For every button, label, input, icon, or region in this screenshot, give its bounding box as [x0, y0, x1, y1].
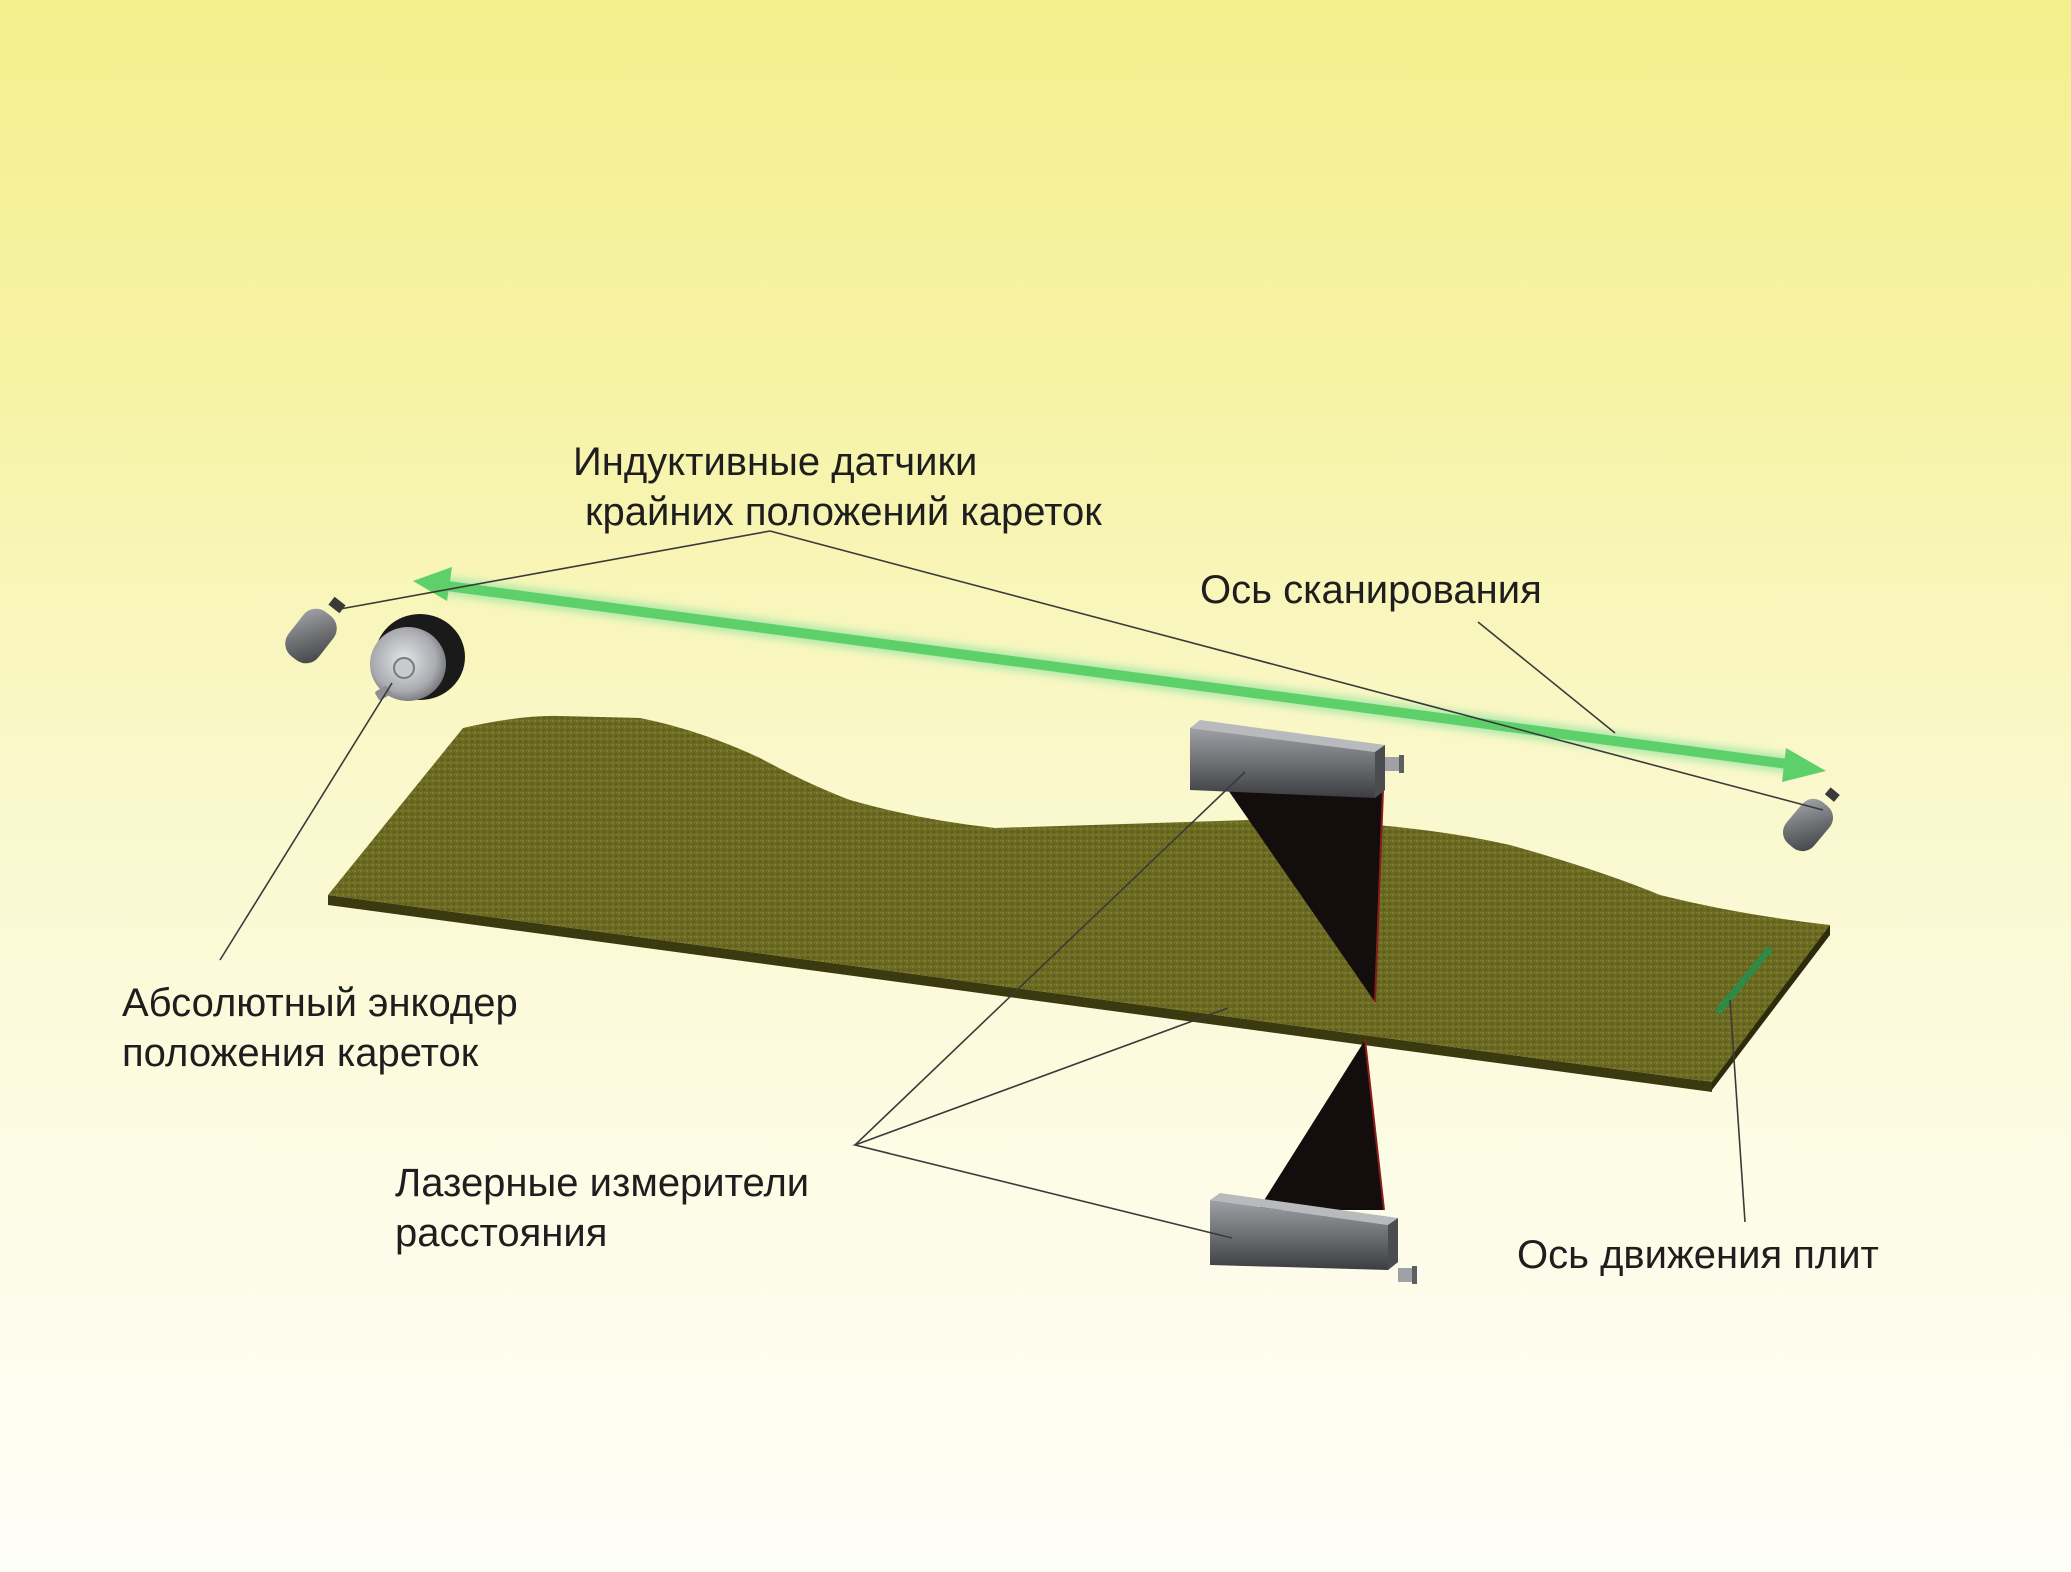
label-scan-axis: Ось сканирования: [1200, 568, 1542, 612]
leader-inductive-left: [339, 530, 771, 610]
plate: [328, 715, 1830, 1092]
laser-beams: [1228, 789, 1385, 1211]
plate-axis-marker: [1715, 946, 1773, 1015]
scan-arrow-left-head: [413, 567, 452, 601]
inductive-sensor-left: [285, 596, 346, 664]
scan-axis-arrow: [413, 567, 1826, 782]
leader-laser-upper: [854, 771, 1246, 1146]
label-laser-meters: Лазерные измерители расстояния: [395, 1158, 809, 1258]
label-absolute-encoder: Абсолютный энкодер положения кареток: [122, 978, 518, 1078]
label-laser-line2: расстояния: [395, 1211, 608, 1255]
laser-beam-top: [1228, 790, 1383, 1002]
absolute-encoder: [370, 614, 465, 701]
laser-beam-bottom: [1258, 1040, 1384, 1210]
label-laser-line1: Лазерные измерители: [395, 1161, 810, 1205]
leader-lines: [219, 530, 1824, 1239]
scan-arrow-right-head: [1782, 748, 1826, 782]
laser-meter-lower: [1210, 1193, 1417, 1284]
label-inductive-line1: Индуктивные датчики: [573, 440, 978, 484]
label-plate-axis: Ось движения плит: [1517, 1233, 1879, 1277]
laser-meter-upper: [1190, 720, 1404, 798]
label-inductive-line2: крайних положений кареток: [585, 490, 1102, 534]
leader-inductive-right: [769, 530, 1824, 811]
leader-plate-axis: [1729, 999, 1746, 1223]
plate-top: [328, 715, 1830, 1082]
label-inductive-sensors: Индуктивные датчики крайних положений ка…: [573, 437, 1102, 537]
label-encoder-line2: положения кареток: [122, 1031, 479, 1075]
label-encoder-line1: Абсолютный энкодер: [122, 981, 518, 1025]
leader-laser: [852, 1007, 1233, 1239]
leader-encoder: [219, 682, 393, 961]
leader-scan-axis: [1477, 621, 1616, 734]
inductive-sensor-right: [1782, 787, 1840, 852]
